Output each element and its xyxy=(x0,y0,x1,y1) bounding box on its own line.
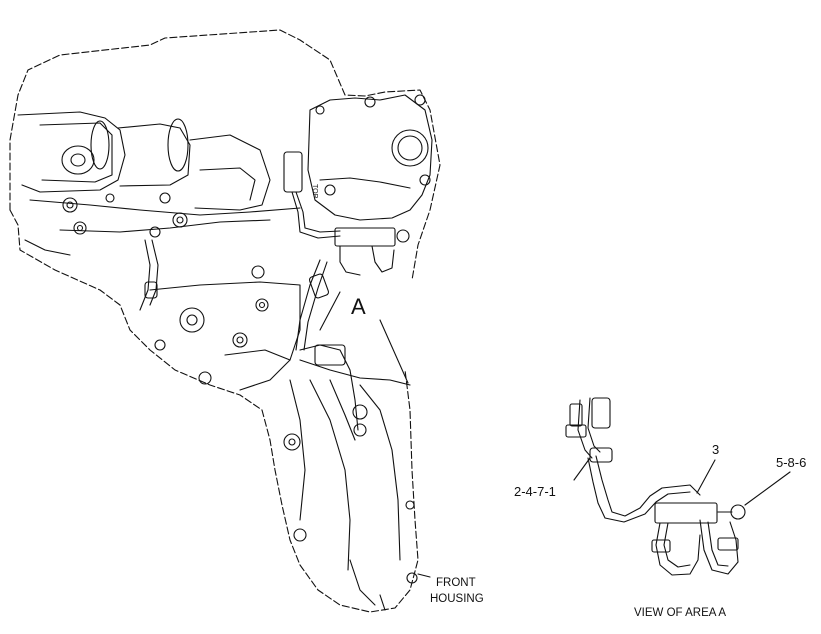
front-housing-label-line1: FRONT xyxy=(436,577,476,589)
detail-view-area-a xyxy=(565,397,791,576)
front-housing-label-line2: HOUSING xyxy=(430,593,484,605)
area-a-marker: A xyxy=(351,294,366,319)
callout-3: 3 xyxy=(712,442,720,457)
manifold-assembly xyxy=(17,111,301,311)
timing-housing xyxy=(307,94,433,221)
view-of-area-a-caption: VIEW OF AREA A xyxy=(634,607,727,619)
front-housing-leader xyxy=(417,573,431,578)
callout-5-8-6: 5-8-6 xyxy=(776,455,807,470)
front-housing xyxy=(149,281,418,611)
engine-block-outline xyxy=(9,29,441,613)
engine-top-tag: TOP xyxy=(311,184,318,199)
callout-2-4-7-1: 2-4-7-1 xyxy=(514,484,556,499)
engine-harness xyxy=(283,151,410,441)
